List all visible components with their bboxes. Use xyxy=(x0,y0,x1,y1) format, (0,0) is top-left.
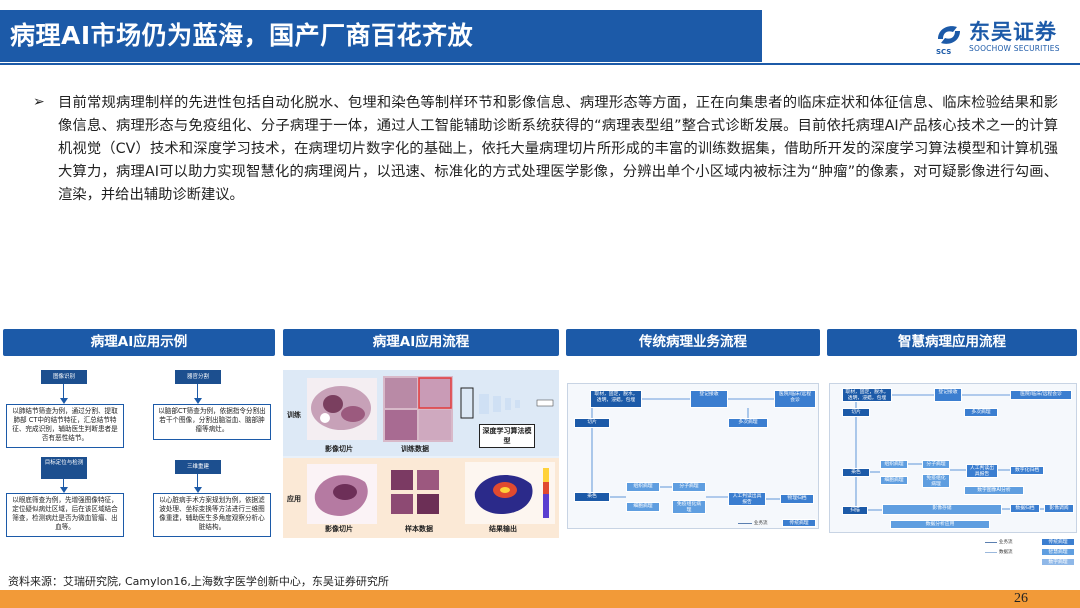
tag-image-recognition: 图像识别 xyxy=(41,370,87,384)
traditional-flow-diagram: 取材，固定，脱水，透明，浸蜡，包埋 登记接收 医院/临床/远程会诊 切片 多次病… xyxy=(567,383,819,529)
example-box-fundus: 以眼底筛查为例，先增强图像特征，定位疑似病灶区域，后在该区域结合筛查，检测病灶是… xyxy=(6,493,124,537)
page-number: 26 xyxy=(1014,591,1028,606)
flow-node: 多次病理 xyxy=(964,408,998,417)
legend-item: 传统病理 xyxy=(782,519,816,527)
legend-item: 智慧病理 xyxy=(1041,548,1075,556)
legend-item: 业务流 xyxy=(999,540,1013,545)
legend-item: 业务流 xyxy=(754,521,768,526)
connector xyxy=(63,384,65,398)
section-head-example: 病理AI应用示例 xyxy=(3,329,275,356)
result-heatmap-image xyxy=(465,462,555,524)
header-bar: 病理AI市场仍为蓝海，国产厂商百花齐放 xyxy=(0,10,762,62)
flow-node: 登记接收 xyxy=(934,388,962,402)
flow-node: 医院/临床/远程会诊 xyxy=(774,390,816,408)
arrow-down-icon xyxy=(194,398,202,404)
section-head-workflow: 病理AI应用流程 xyxy=(283,329,559,356)
flow-node: 取材，固定，脱水，透明，浸蜡，包埋 xyxy=(842,388,892,402)
flow-node: 细胞病理 xyxy=(880,476,908,485)
legend-item: 传统病理 xyxy=(1041,538,1075,546)
flow-node: 人工判读出具报告 xyxy=(966,464,998,478)
logo-text-cn: 东吴证券 xyxy=(969,20,1057,44)
section-head-traditional: 传统病理业务流程 xyxy=(566,329,820,356)
arrow-down-icon xyxy=(60,398,68,404)
logo-abbr: SCS xyxy=(936,48,952,56)
legend-line xyxy=(985,542,997,543)
tag-organ-segmentation: 器官分割 xyxy=(175,370,221,384)
connector xyxy=(197,384,199,398)
flow-node: 登记接收 xyxy=(690,390,728,408)
legend-line xyxy=(985,552,997,553)
tag-target-detection: 目标定位与检测 xyxy=(41,457,87,479)
legend-line xyxy=(738,523,752,524)
smart-flow-legend: 业务流 数据流 传统病理 智慧病理 数字病理 xyxy=(985,538,1077,568)
slice-label-app: 影像切片 xyxy=(325,525,353,533)
application-label: 应用 xyxy=(287,495,301,503)
flow-node: 多次病理 xyxy=(728,418,768,428)
flow-node: 物理归档 xyxy=(780,494,814,504)
flow-node: 免疫组化病理 xyxy=(922,474,950,488)
flow-node: 染色 xyxy=(842,468,870,477)
flow-node: 取材，固定，脱水，透明，浸蜡，包埋 xyxy=(590,390,642,408)
flow-connectors xyxy=(855,394,1044,511)
training-label: 训练 xyxy=(287,411,301,419)
flow-node: 数据归档 xyxy=(1010,504,1040,513)
flow-node: 影像存储 xyxy=(882,504,1002,515)
flow-node: 细胞病理 xyxy=(626,502,660,512)
flow-node: 切片 xyxy=(574,418,610,428)
footer-bar xyxy=(0,590,1080,608)
flow-connectors xyxy=(591,398,780,500)
company-logo: 东吴证券 SCS SOOCHOW SECURITIES xyxy=(935,19,1075,56)
tissue-slice-image xyxy=(307,378,377,440)
sample-data-label: 样本数据 xyxy=(405,525,433,533)
flow-node: 扫描 xyxy=(842,506,868,515)
smart-flow-diagram: 取材，固定，脱水，透明，浸蜡，包埋 登记接收 医院/临床/远程会诊 切片 多次病… xyxy=(829,383,1077,533)
connector xyxy=(197,474,199,487)
flow-node: 人工判读出具报告 xyxy=(728,492,766,506)
neural-network-icon xyxy=(460,387,554,419)
arrow-down-icon xyxy=(60,487,68,493)
slice-label-train: 影像切片 xyxy=(325,445,353,453)
flow-node: 染色 xyxy=(574,492,610,502)
tag-3d-reconstruction: 三维重建 xyxy=(175,460,221,474)
connector xyxy=(63,479,65,487)
flow-node: 组织病理 xyxy=(626,482,660,492)
flow-node: 组织病理 xyxy=(880,460,908,469)
example-box-lung: 以肺结节筛查为例，通过分割、提取肺部 CT中的结节特征，汇总结节特征、完成识别，… xyxy=(6,404,124,448)
flow-node: 分子病理 xyxy=(672,482,706,492)
page-title: 病理AI市场仍为蓝海，国产厂商百花齐放 xyxy=(10,21,474,50)
body-paragraph: 目前常规病理制样的先进性包括自动化脱水、包埋和染色等制样环节和影像信息、病理形态… xyxy=(58,95,1058,203)
section-head-smart: 智慧病理应用流程 xyxy=(827,329,1077,356)
flow-node: 分子病理 xyxy=(922,460,950,469)
tissue-slice-image-app xyxy=(307,464,377,524)
bullet-icon: ➢ xyxy=(33,94,45,110)
logo-text-en: SOOCHOW SECURITIES xyxy=(969,44,1060,53)
example-box-heart: 以心脏病手术方案规划为例，依据滤波处理、坐标变换等方法进行三维图像重建，辅助医生… xyxy=(153,493,271,537)
flow-node: 数字化归档 xyxy=(1010,466,1044,475)
example-box-brain: 以脑部CT筛查为例，依据指令分割出若干个图像，分割出脑溢血、脑部肿瘤等病灶。 xyxy=(153,404,271,440)
flow-node: 数字图像AI分析 xyxy=(964,486,1024,495)
training-data-image xyxy=(383,376,453,442)
example-panel: 图像识别 以肺结节筛查为例，通过分割、提取肺部 CT中的结节特征，汇总结节特征、… xyxy=(3,362,275,537)
flow-node: 医院/临床/远程会诊 xyxy=(1010,390,1072,400)
sample-data-image xyxy=(391,470,439,514)
legend-item: 数据流 xyxy=(999,550,1013,555)
model-label: 深度学习算法模型 xyxy=(479,424,535,448)
flow-node: 切片 xyxy=(842,408,870,417)
workflow-panel: 训练 应用 深度学习算法模型 影像切片 训练数据 xyxy=(283,370,559,538)
legend-item: 数字病理 xyxy=(1041,558,1075,566)
flow-node: 影像调阅 xyxy=(1044,504,1074,513)
flow-node: 数据分析应用 xyxy=(890,520,990,529)
flow-node: 免疫组化病理 xyxy=(672,500,706,514)
result-output-label: 结果输出 xyxy=(489,525,517,533)
header-divider xyxy=(0,63,1080,65)
arrow-down-icon xyxy=(194,487,202,493)
train-data-label: 训练数据 xyxy=(401,445,429,453)
source-note: 资料来源：艾瑞研究院, Camylon16,上海数字医学创新中心，东吴证券研究所 xyxy=(8,575,389,588)
logo-mark-icon xyxy=(938,26,960,44)
